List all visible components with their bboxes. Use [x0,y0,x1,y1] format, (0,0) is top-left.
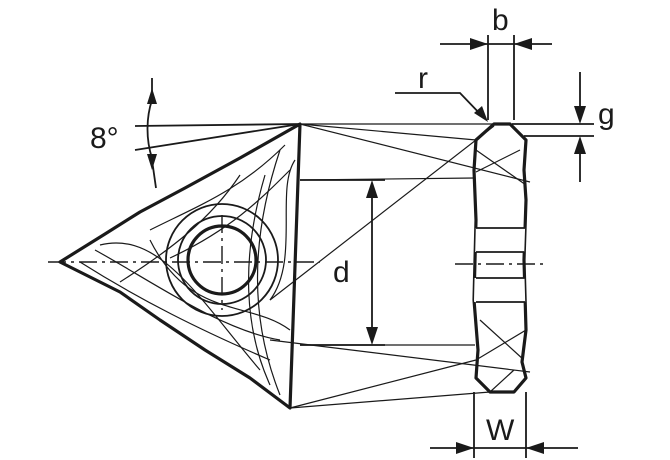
b-label: b [492,4,509,37]
w-dimension: W [430,392,578,458]
b-dimension: b [440,4,552,120]
side-view-insert [455,122,545,394]
side-view-body [472,122,528,394]
d-label: d [333,256,350,289]
insert-body [58,122,302,410]
triangular-insert [48,122,320,410]
side-view-band-upper [474,228,526,252]
projection-lines [269,123,531,409]
angle-dimension: 8° [90,78,301,189]
w-label: W [486,414,515,447]
side-view-band-lower [474,278,526,302]
angle-label: 8° [90,122,119,155]
r-label: r [418,62,428,95]
g-dimension: g [512,72,615,182]
d-dimension: d [300,179,385,346]
insert-hole-chamfer [165,203,279,317]
insert-texture-lines [79,144,296,396]
r-radius-leader: r [395,62,488,122]
g-label: g [598,98,615,131]
